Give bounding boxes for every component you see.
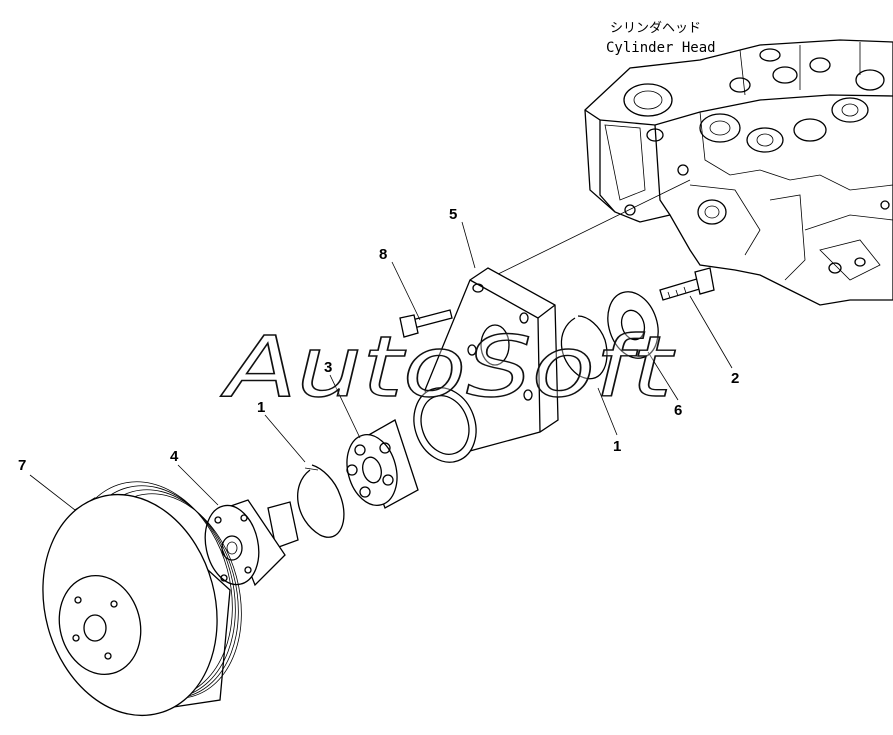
callout-8: 8	[379, 246, 387, 263]
cylinder-head-drawing	[584, 39, 893, 306]
leader-1a	[264, 414, 306, 463]
leader-5	[461, 221, 476, 269]
callout-7: 7	[18, 457, 26, 474]
part-2-bolt	[659, 267, 715, 301]
callout-3: 3	[324, 359, 332, 376]
leader-3	[329, 374, 361, 439]
assembly-center-line	[489, 179, 691, 279]
part-4-hub	[204, 499, 299, 587]
leader-lines	[29, 221, 733, 511]
part-1-snap-ring-right	[560, 315, 608, 380]
leader-2	[689, 295, 733, 369]
bearing-sleeve	[413, 387, 477, 463]
snap-ring-left-gap	[304, 467, 319, 471]
leader-7	[29, 474, 76, 511]
part-8-bolt	[399, 309, 453, 338]
watermark-text: AutoSoft	[220, 318, 676, 416]
cylinder-head-label-jp: シリンダヘッド	[610, 21, 701, 36]
leader-1b	[597, 387, 618, 436]
leader-4	[177, 464, 219, 506]
callout-1-left: 1	[257, 399, 265, 416]
cylinder-head-label-en: Cylinder Head	[606, 40, 716, 56]
callout-4: 4	[170, 448, 179, 465]
part-7-pulley	[42, 481, 242, 717]
callout-2: 2	[731, 370, 739, 387]
leader-6	[647, 351, 679, 401]
callout-1-right: 1	[613, 438, 621, 455]
part-3-bearing	[346, 419, 419, 509]
callout-5: 5	[449, 206, 457, 223]
leader-8	[391, 261, 421, 321]
part-6-thrust-washer	[607, 291, 659, 359]
callout-6: 6	[674, 402, 682, 419]
part-1-snap-ring-left	[297, 464, 345, 538]
